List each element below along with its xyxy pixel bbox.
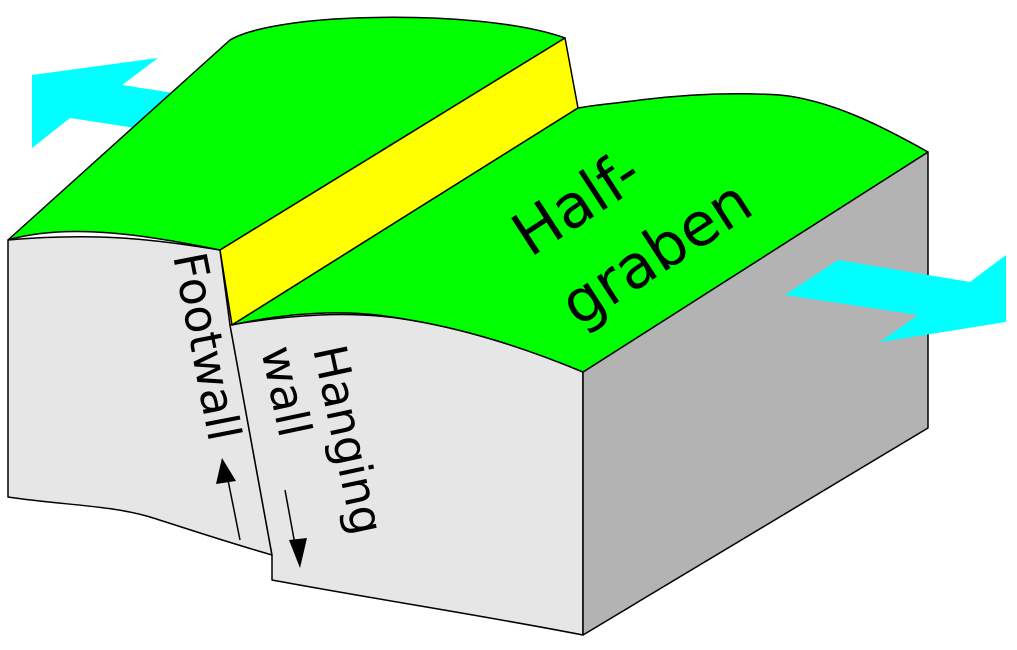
hanging-wall-motion-arrow: [284, 489, 307, 568]
extension-arrow-right: [785, 255, 1006, 342]
hanging-wall-top-surface: [231, 93, 929, 373]
footwall-motion-arrow: [216, 458, 241, 541]
footwall-top-surface: [7, 16, 566, 251]
footwall-front-face: [7, 235, 273, 556]
